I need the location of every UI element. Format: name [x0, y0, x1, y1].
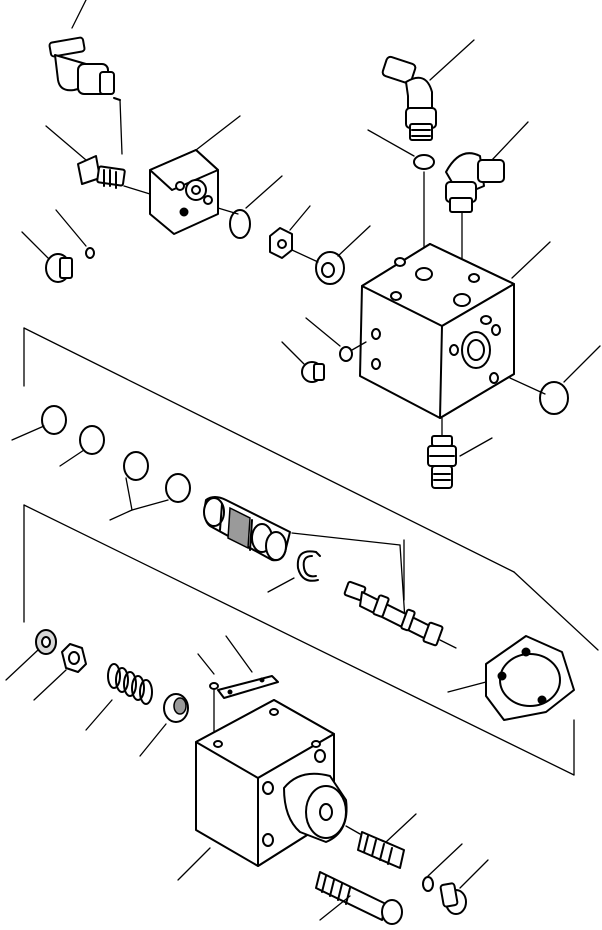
spring: [85, 663, 153, 731]
elbow-fitting-right: [445, 121, 529, 301]
snap-ring: [267, 550, 321, 593]
elbow-fitting-top-left: [48, 0, 123, 155]
valve-body: [359, 241, 551, 419]
nut: [33, 643, 87, 701]
spring-seat: [139, 693, 189, 757]
nut: [269, 205, 311, 259]
plug: [21, 209, 95, 283]
gasket-plate: [447, 635, 575, 721]
flange-block: [149, 115, 241, 235]
o-ring: [123, 451, 149, 481]
bolt: [315, 871, 403, 925]
fitting-bottom: [427, 417, 493, 489]
o-ring: [539, 345, 601, 415]
washer: [315, 225, 371, 285]
elbow-fitting-top-right: [367, 39, 475, 275]
cap-screw: [45, 125, 151, 195]
bracket: [197, 635, 279, 743]
set-screw: [345, 813, 417, 869]
assembly-outline-lines: [23, 327, 599, 776]
o-ring: [165, 473, 191, 503]
plug: [422, 843, 489, 915]
washer: [5, 629, 57, 681]
spool-cartridge: [203, 496, 291, 562]
end-cap-body: [177, 699, 348, 881]
o-ring: [229, 175, 283, 239]
plug: [281, 317, 367, 383]
spool-stem: [343, 539, 457, 649]
o-ring: [11, 405, 67, 441]
o-ring: [59, 425, 105, 467]
